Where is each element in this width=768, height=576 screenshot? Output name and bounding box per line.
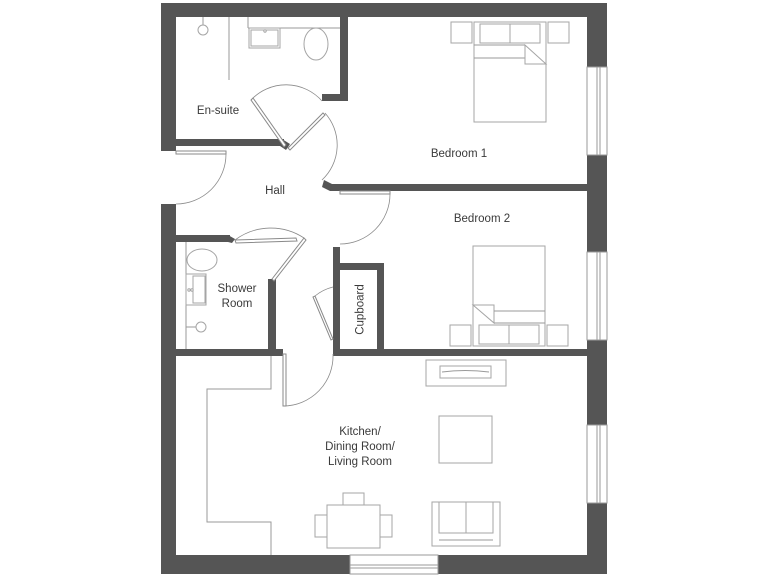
window-icon <box>586 251 608 341</box>
double-bed-icon <box>473 21 548 123</box>
en-suite-fixtures <box>197 17 340 80</box>
basin-icon <box>185 273 207 306</box>
door-icon <box>234 227 307 282</box>
toilet-icon <box>186 248 218 272</box>
bedroom-1-furniture <box>450 21 570 123</box>
shower-head-icon <box>186 321 207 333</box>
room-label-en-suite: En-suite <box>196 105 240 117</box>
kitchen-counter-icon <box>206 356 272 555</box>
coffee-table-icon <box>438 415 493 464</box>
bedside-table-icon <box>546 324 569 347</box>
room-label-cupboard: Cupboard <box>354 284 367 335</box>
bedside-table-icon <box>547 21 570 44</box>
chair-icon <box>379 514 393 538</box>
windows <box>349 66 608 575</box>
bedside-table-icon <box>450 21 473 44</box>
window-icon <box>586 424 608 504</box>
door-icon <box>312 286 334 341</box>
bedside-table-icon <box>449 324 472 347</box>
door-icon <box>175 150 227 205</box>
room-label-hall: Hall <box>265 185 285 197</box>
sofa-icon <box>431 501 501 547</box>
door-icon <box>250 84 338 181</box>
internal-walls <box>176 17 587 356</box>
basin-icon <box>248 27 281 49</box>
shower-head-icon <box>197 17 209 36</box>
tv-unit-icon <box>425 359 507 387</box>
window-icon <box>349 554 439 575</box>
shower-room-fixtures <box>185 242 218 349</box>
room-label-bedroom-1: Bedroom 1 <box>430 148 488 160</box>
toilet-icon <box>303 27 329 61</box>
kitchen-living-furniture <box>206 356 507 555</box>
room-label-shower-room: Shower Room <box>217 283 257 310</box>
room-label-kitchen-dining-living: Kitchen/ Dining Room/ Living Room <box>325 426 395 468</box>
chair-icon <box>342 492 365 506</box>
door-icon <box>339 190 391 245</box>
room-label-bedroom-2: Bedroom 2 <box>453 213 511 225</box>
outer-walls <box>161 3 607 574</box>
bedroom-2-furniture <box>449 245 569 347</box>
doors <box>175 84 391 407</box>
chair-icon <box>314 514 328 538</box>
double-bed-icon <box>471 245 546 347</box>
dining-table-icon <box>326 504 381 549</box>
door-icon <box>282 353 334 407</box>
window-icon <box>586 66 608 156</box>
